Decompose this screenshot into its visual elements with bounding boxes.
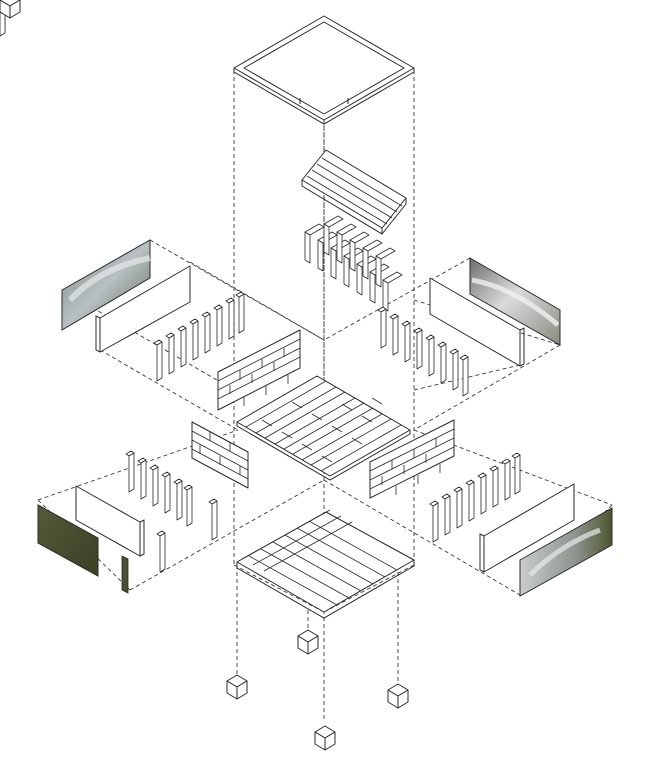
window-frame	[75, 485, 145, 557]
alignment-lines	[37, 20, 613, 720]
cladding-boards	[191, 421, 249, 489]
deck-boards	[236, 375, 411, 481]
cladding-boards	[369, 419, 455, 499]
rafters	[301, 149, 407, 235]
window-glazing	[469, 257, 561, 346]
window-frame	[429, 277, 525, 367]
roof-frame	[233, 15, 415, 125]
cladding-boards	[217, 329, 301, 411]
foundation-blocks	[0, 0, 409, 751]
floor-joists	[236, 509, 415, 619]
window-frame	[479, 483, 575, 573]
window-frame	[95, 265, 191, 353]
window-glazing	[37, 504, 129, 594]
window-glazing	[61, 239, 151, 331]
window-glazing	[519, 507, 613, 597]
